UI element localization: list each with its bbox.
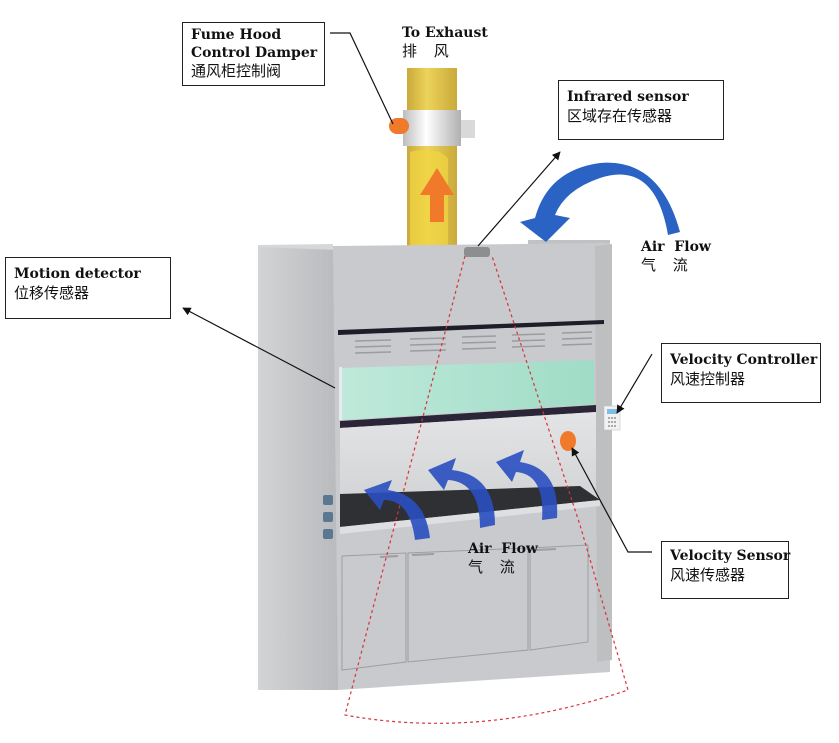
airflow-top-arrow-icon (520, 162, 680, 242)
velocity-sensor-device (560, 431, 576, 451)
side-control-buttons (323, 495, 333, 539)
motion-leader (182, 307, 336, 389)
velocity-controller-device (603, 405, 621, 431)
velocity-controller-label-zh: 风速控制器 (670, 369, 746, 388)
airflow-top-label-en: Air Flow (641, 239, 711, 255)
vent-slots (354, 331, 593, 354)
airflow-interior-arrows (364, 450, 558, 540)
damper-label-zh: 通风柜控制阀 (191, 62, 282, 80)
velocity-controller-label-en: Velocity Controller (670, 352, 818, 368)
callout-fume-hood-control-damper: Fume Hood Control Damper 通风柜控制阀 (182, 22, 325, 86)
callout-velocity-controller: Velocity Controller 风速控制器 (661, 343, 821, 403)
velocity-sensor-label-zh: 风速传感器 (670, 565, 746, 584)
base-cabinet-doors (341, 544, 589, 671)
infrared-label-en: Infrared sensor (567, 89, 689, 105)
velocity-controller-leader (616, 353, 653, 414)
damper-leader (330, 32, 394, 125)
damper-label-en-1: Fume Hood (191, 27, 282, 43)
callout-velocity-sensor: Velocity Sensor 风速传感器 (661, 541, 791, 599)
infrared-leader (477, 151, 561, 247)
sash-handle (340, 405, 596, 428)
velocity-sensor-leader (571, 447, 652, 553)
infrared-sensor (464, 247, 490, 257)
exhaust-label-en: To Exhaust (402, 25, 488, 41)
exhaust-arrow-icon (420, 168, 454, 222)
velocity-sensor-label-en: Velocity Sensor (670, 548, 791, 564)
label-to-exhaust: To Exhaust 排 风 (402, 24, 488, 62)
leader-lines (182, 32, 653, 553)
damper-actuator (389, 118, 409, 134)
label-airflow-top: Air Flow 气 流 (641, 238, 711, 276)
label-airflow-bottom: Air Flow 气 流 (468, 540, 538, 578)
damper-label-en-2: Control Damper (191, 44, 318, 61)
airflow-bottom-label-en: Air Flow (468, 541, 538, 557)
sash-glass (342, 360, 594, 420)
fume-hood-cabinet (258, 240, 612, 690)
damper-collar (403, 110, 475, 146)
airflow-top-label-zh: 气 流 (641, 256, 694, 275)
exhaust-duct (407, 68, 457, 250)
motion-label-en: Motion detector (14, 266, 141, 282)
infrared-label-zh: 区域存在传感器 (567, 106, 673, 125)
motion-label-zh: 位移传感器 (14, 283, 90, 302)
callout-motion-detector: Motion detector 位移传感器 (5, 257, 171, 319)
callout-infrared-sensor: Infrared sensor 区域存在传感器 (558, 80, 724, 140)
airflow-bottom-label-zh: 气 流 (468, 558, 521, 577)
exhaust-label-zh: 排 风 (402, 42, 455, 61)
